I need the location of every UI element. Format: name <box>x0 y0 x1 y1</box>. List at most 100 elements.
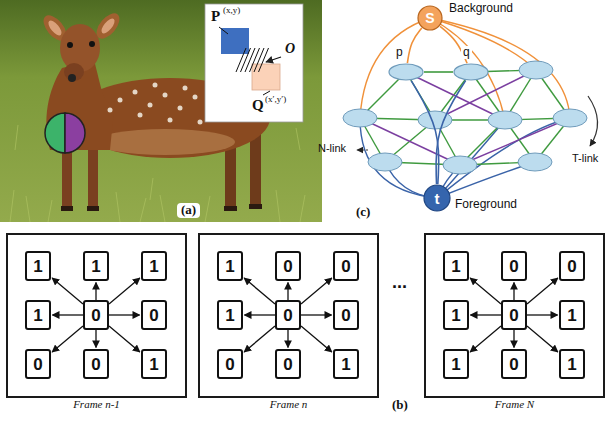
node-outline <box>388 63 424 81</box>
pixel-cell: 0 <box>275 300 301 330</box>
neighbour-arrow <box>244 278 275 304</box>
neighbour-arrow <box>513 330 514 348</box>
deer <box>62 145 72 210</box>
pixel-cell: 0 <box>559 251 585 281</box>
deer-spots <box>163 93 168 98</box>
leader-line <box>219 27 228 34</box>
cell-value: 0 <box>225 356 234 373</box>
grass-blades <box>116 192 120 222</box>
neighbour-arrow <box>470 278 501 304</box>
graph-links <box>357 18 598 198</box>
link-label: T-link <box>572 152 598 165</box>
n-link <box>435 70 536 120</box>
deer <box>67 42 73 48</box>
pixel-cell: 0 <box>333 300 359 330</box>
cell-value: 1 <box>149 258 158 275</box>
link-label: N-link <box>318 142 346 155</box>
grass-blades <box>10 190 14 222</box>
frame-box: Frame N100101101 <box>424 233 605 398</box>
deer <box>88 145 98 210</box>
node-outline <box>454 64 488 80</box>
cell-value: 1 <box>451 258 460 275</box>
node-label: Foreground <box>455 198 517 211</box>
deer-spots <box>198 120 203 125</box>
node-label: Background <box>449 2 513 15</box>
n-link <box>360 70 570 165</box>
pixel-nodes <box>519 61 553 79</box>
deer-spots <box>193 95 198 100</box>
t-link <box>360 118 437 198</box>
pixel-cell: 0 <box>83 300 109 330</box>
neighbour-arrow <box>244 326 275 352</box>
frame-caption: Frame n-1 <box>6 398 187 410</box>
neighbour-arrow <box>287 330 288 348</box>
pixel-nodes <box>488 111 522 129</box>
cell-value: 1 <box>567 356 576 373</box>
deer-spots <box>153 83 158 88</box>
deer <box>87 206 99 211</box>
deer <box>89 41 95 47</box>
neighbour-arrow <box>527 314 558 315</box>
cell-value: 1 <box>91 258 100 275</box>
pixel-cell: 1 <box>443 251 469 281</box>
neighbour-arrow <box>53 314 84 315</box>
pixel-cell: 1 <box>141 349 167 379</box>
neighbour-arrow <box>471 314 502 315</box>
cell-value: 1 <box>567 307 576 324</box>
origin-label: O <box>285 41 295 57</box>
pixel-nodes <box>343 61 587 174</box>
deer <box>249 204 262 209</box>
grass-blades <box>140 198 146 222</box>
node-symbol: t <box>435 191 440 206</box>
neighbour-arrow <box>95 330 96 348</box>
grass-blades <box>26 196 30 222</box>
pixel-nodes <box>343 109 377 127</box>
terminal-node: tForeground <box>423 184 451 212</box>
frame-caption: Frame n <box>198 398 379 410</box>
pixel-node: p <box>388 63 424 81</box>
cell-value: 1 <box>149 356 158 373</box>
pixel-cell: 1 <box>141 251 167 281</box>
t-link <box>360 18 570 120</box>
panel-label: (b) <box>392 398 408 413</box>
hatching <box>236 48 246 72</box>
t-link <box>430 18 536 70</box>
ellipsis: ... <box>392 272 407 293</box>
grass-blades <box>15 125 18 150</box>
t-link <box>360 118 570 198</box>
pixel-cell: 1 <box>559 300 585 330</box>
pixel-cell: 0 <box>141 300 167 330</box>
deer-spots <box>133 90 138 95</box>
panel-label: (c) <box>356 205 370 220</box>
deer-spots <box>178 106 183 111</box>
t-link <box>437 118 570 198</box>
t-link <box>430 18 505 120</box>
cell-value: 0 <box>341 307 350 324</box>
cell-value: 0 <box>33 356 42 373</box>
node-outline <box>453 63 489 81</box>
pixel-cell: 1 <box>83 251 109 281</box>
pixel-cell: 1 <box>443 349 469 379</box>
cell-value: 0 <box>283 307 292 324</box>
frame-box: Frame n-1111100001 <box>6 233 187 398</box>
cell-value: 0 <box>149 307 158 324</box>
pixel-cell: 0 <box>275 349 301 379</box>
pixel-cell: 1 <box>217 300 243 330</box>
pixel-cell: 0 <box>83 349 109 379</box>
graph-link <box>424 71 453 73</box>
pixel-cell: 0 <box>275 251 301 281</box>
deer <box>224 206 237 211</box>
patch-inset <box>205 4 303 122</box>
split-circle <box>45 113 65 153</box>
neighbour-arrow <box>245 314 276 315</box>
vector-symbol: P <box>211 8 220 25</box>
pixel-nodes <box>368 153 402 171</box>
grass-blades <box>300 195 305 222</box>
graph-link <box>407 28 421 63</box>
n-link <box>360 70 570 165</box>
deer <box>250 130 261 208</box>
deer-photo <box>0 0 322 222</box>
pixel-cell: 1 <box>559 349 585 379</box>
cell-value: 0 <box>509 258 518 275</box>
